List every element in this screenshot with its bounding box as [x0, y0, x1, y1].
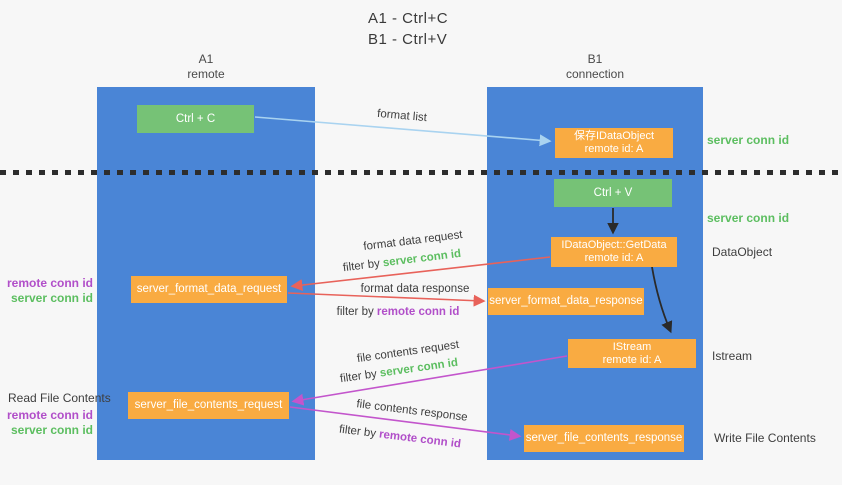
column-a1-subtitle: remote — [187, 67, 225, 81]
server-file-contents-request-node: server_file_contents_request — [128, 392, 289, 419]
filter-value-remote-conn-id: remote conn id — [376, 306, 460, 318]
idataobject-getdata-node: IDataObject::GetData remote id: A — [551, 237, 677, 267]
ctrl-c-label: Ctrl + C — [175, 112, 216, 125]
filter-prefix: filter by — [339, 367, 381, 386]
filter-prefix: filter by — [342, 257, 384, 275]
label-dataobject: DataObject — [712, 245, 773, 259]
server-file-contents-request-label: server_file_contents_request — [134, 399, 283, 411]
title-line-1: A1 - Ctrl+C — [368, 10, 449, 27]
ctrl-c-node: Ctrl + C — [137, 105, 254, 133]
column-b1-name: B1 — [587, 52, 603, 66]
save-idataobject-node: 保存IDataObject remote id: A — [555, 128, 673, 158]
label-conn-ids-left-2: remote conn id server conn id — [0, 408, 93, 438]
filter-prefix: filter by — [336, 306, 377, 318]
label-format-data-response: format data response — [360, 283, 470, 295]
label-server-conn-id-right-1: server conn id — [707, 133, 790, 147]
label-filter-remote-conn-id-2: filter by remote conn id — [338, 424, 461, 451]
save-idataobject-line1: 保存IDataObject — [573, 130, 655, 142]
save-idataobject-line2: remote id: A — [584, 143, 644, 155]
istream-line2: remote id: A — [602, 353, 662, 366]
label-server-conn-id-left-1: server conn id — [10, 291, 93, 305]
label-conn-ids-left-1: remote conn id server conn id — [0, 276, 93, 306]
label-read-file-contents: Read File Contents — [8, 391, 111, 405]
filter-value-remote-conn-id: remote conn id — [378, 428, 462, 451]
label-format-list: format list — [376, 107, 428, 125]
column-b1-subtitle: connection — [565, 67, 625, 81]
label-server-conn-id-left-2: server conn id — [10, 423, 93, 437]
server-file-contents-response-label: server_file_contents_response — [525, 432, 683, 444]
server-format-data-response-node: server_format_data_response — [488, 288, 644, 315]
section-divider — [0, 170, 842, 175]
column-header-b1: B1 connection — [535, 52, 655, 82]
filter-prefix: filter by — [338, 423, 380, 441]
server-format-data-request-node: server_format_data_request — [131, 276, 287, 303]
istream-line1: IStream — [612, 340, 652, 353]
server-file-contents-response-node: server_file_contents_response — [524, 425, 684, 452]
server-format-data-response-label: server_format_data_response — [489, 295, 643, 307]
column-header-a1: A1 remote — [146, 52, 266, 82]
idataobject-getdata-line1: IDataObject::GetData — [561, 239, 667, 251]
ctrl-v-node: Ctrl + V — [554, 179, 672, 207]
ctrl-v-label: Ctrl + V — [593, 186, 633, 199]
label-write-file-contents: Write File Contents — [714, 431, 816, 445]
istream-node: IStream remote id: A — [568, 339, 696, 368]
filter-value-server-conn-id: server conn id — [382, 247, 462, 270]
label-server-conn-id-right-2: server conn id — [707, 211, 790, 225]
server-format-data-request-label: server_format_data_request — [136, 283, 282, 295]
label-filter-remote-conn-id-1: filter by remote conn id — [337, 306, 460, 318]
label-remote-conn-id-left-2: remote conn id — [6, 408, 93, 422]
label-filter-server-conn-id-1: filter by server conn id — [342, 248, 461, 274]
label-remote-conn-id-left-1: remote conn id — [6, 276, 93, 290]
idataobject-getdata-line2: remote id: A — [584, 252, 644, 264]
column-a1-name: A1 — [198, 52, 214, 66]
label-file-contents-response: file contents response — [355, 398, 469, 424]
title-line-2: B1 - Ctrl+V — [368, 31, 448, 48]
diagram-title: A1 - Ctrl+C B1 - Ctrl+V — [368, 8, 448, 50]
label-istream: Istream — [712, 349, 753, 363]
